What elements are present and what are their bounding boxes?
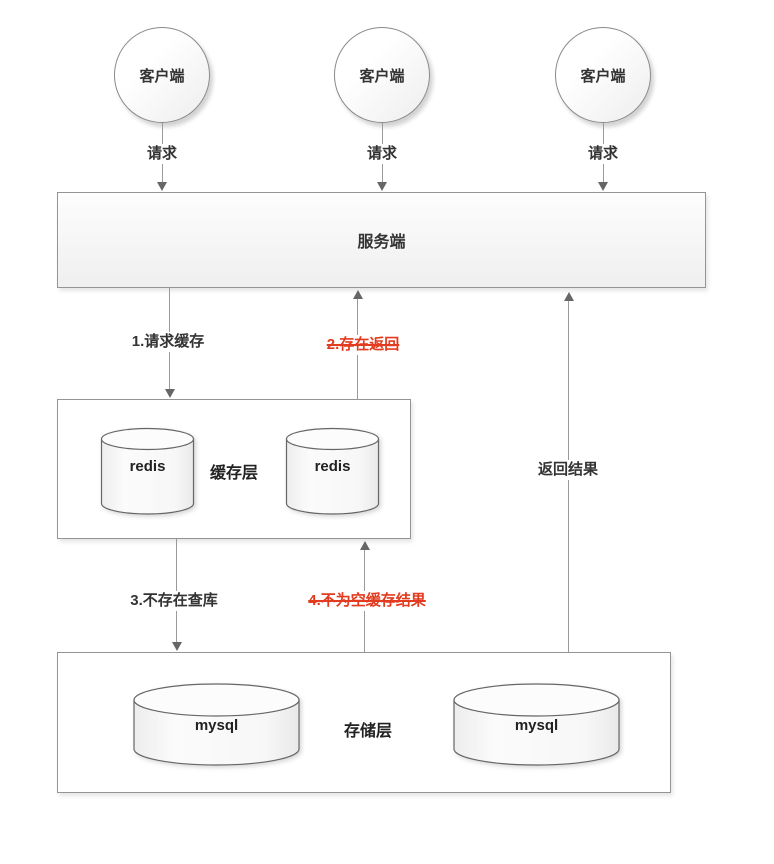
arrow-up-icon [352, 290, 363, 299]
server-label: 服务端 [357, 234, 406, 251]
flow3-line [176, 539, 177, 642]
cache-layer-label: 缓存层 [209, 465, 259, 482]
arrow-down-icon [164, 389, 175, 398]
arrow-up-icon [563, 292, 574, 301]
request-label-3: 请求 [584, 144, 622, 164]
request-label-2: 请求 [363, 144, 401, 164]
return-result-label: 返回结果 [534, 460, 602, 480]
flow4-label: 4.不为空缓存结果 [305, 591, 429, 611]
flow3-label: 3.不存在查库 [127, 591, 221, 611]
client-node-2: 客户端 [334, 27, 430, 123]
server-box: 服务端 [57, 192, 706, 288]
arrow-down-icon [171, 642, 182, 651]
arrow-down-icon [157, 182, 167, 191]
redis-label-1: redis [129, 458, 166, 475]
storage-layer-label: 存储层 [343, 723, 393, 740]
mysql-label-1: mysql [194, 717, 239, 734]
mysql-label-2: mysql [514, 717, 559, 734]
flow2-label: 2.存在返回 [323, 335, 403, 355]
redis-database-cylinder-icon [285, 427, 380, 515]
client-node-1: 客户端 [114, 27, 210, 123]
mysql-database-cylinder-icon [133, 683, 300, 766]
arrow-down-icon [377, 182, 387, 191]
client-node-3: 客户端 [555, 27, 651, 123]
mysql-database-cylinder-icon [453, 683, 620, 766]
arrow-down-icon [598, 182, 608, 191]
flow1-label: 1.请求缓存 [128, 332, 208, 352]
client-label: 客户端 [139, 67, 185, 85]
arrow-up-icon [359, 541, 370, 550]
client-label: 客户端 [359, 67, 405, 85]
redis-label-2: redis [314, 458, 351, 475]
request-label-1: 请求 [143, 144, 181, 164]
client-label: 客户端 [580, 67, 626, 85]
redis-database-cylinder-icon [100, 427, 195, 515]
